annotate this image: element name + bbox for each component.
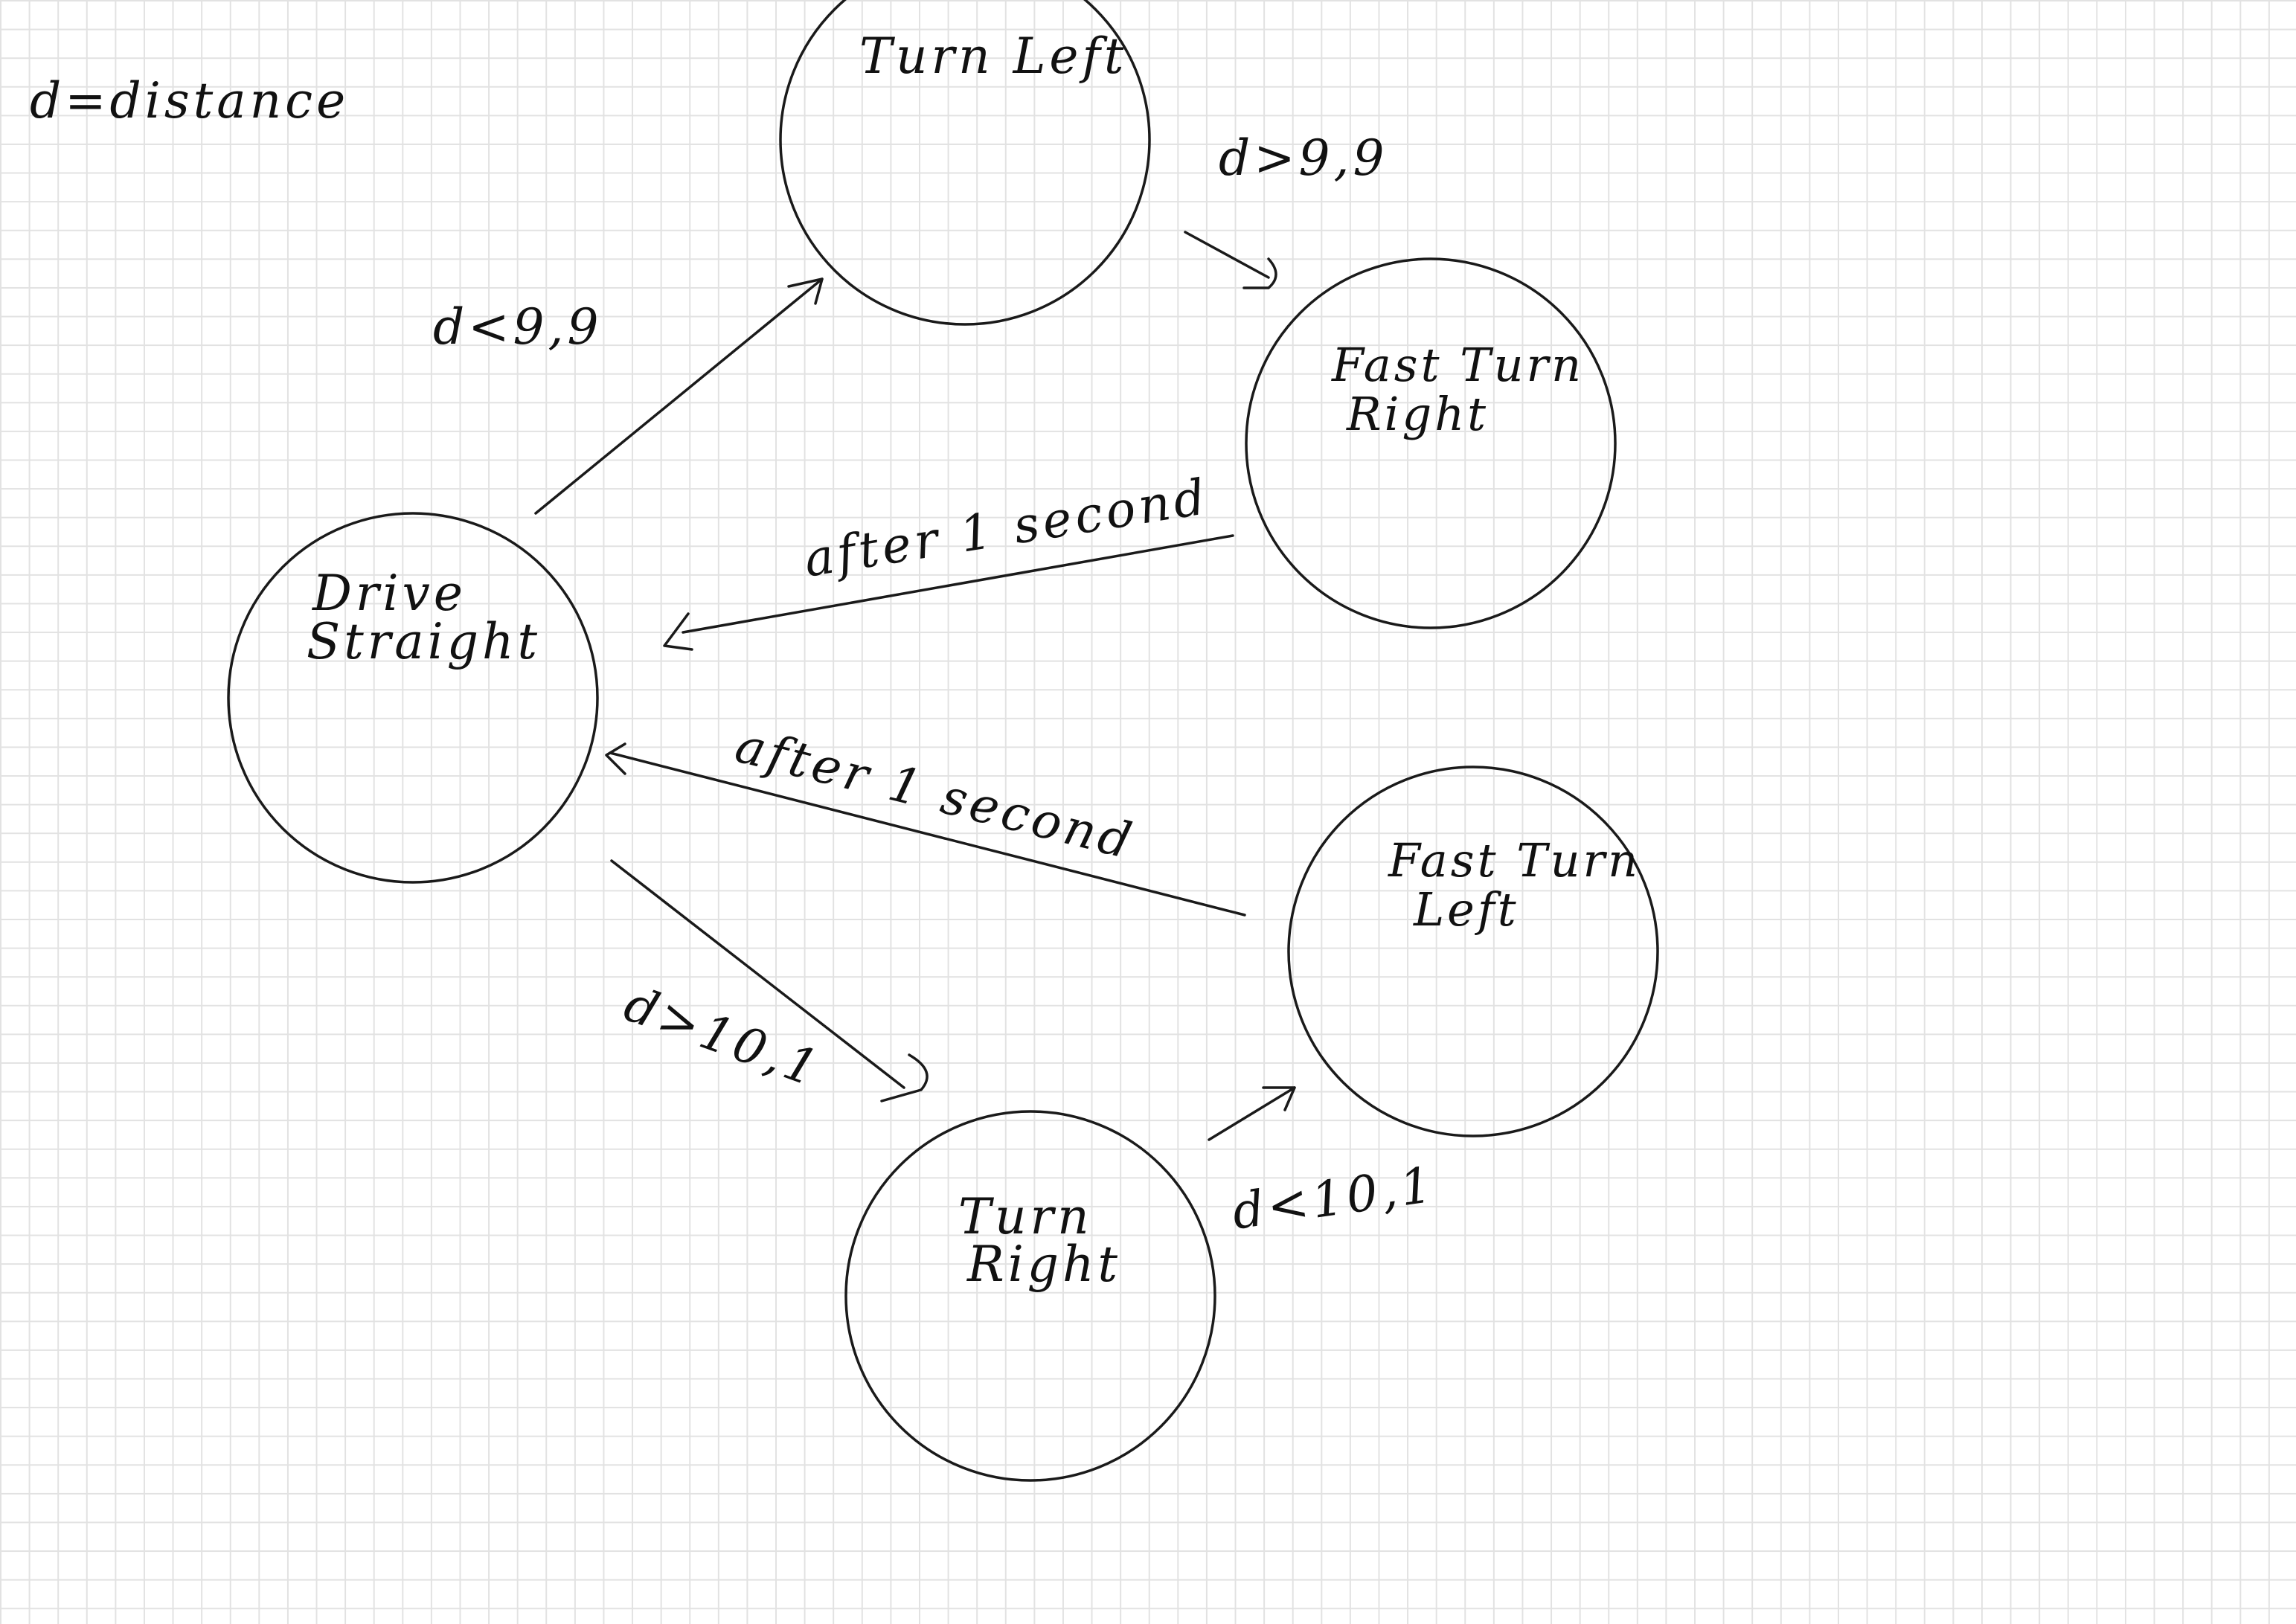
state-label-line-2: Right (1346, 387, 1489, 441)
transition-label: d>10,1 (618, 975, 829, 1099)
state-label-line-1: Fast Turn (1331, 338, 1584, 392)
state-label-line-1: Drive (312, 565, 466, 622)
transition-line (1208, 1086, 1296, 1141)
transition-line (610, 859, 905, 1089)
transition-drive-to-turn-left: d<9,9 (433, 277, 824, 515)
transition-label: d>9,9 (1219, 129, 1388, 187)
transition-turn-left-to-fast-turn-right: d>9,9 (1184, 129, 1388, 289)
transition-label: d<9,9 (433, 298, 603, 356)
state-fast-turn-left: Fast Turn Left (1287, 766, 1659, 1137)
transition-fast-turn-right-to-drive: after 1 second (663, 468, 1234, 651)
transition-line (682, 534, 1234, 634)
state-label-line-2: Right (966, 1236, 1121, 1293)
state-label-line-1: Fast Turn (1388, 833, 1641, 888)
state-turn-right: Turn Right (844, 1110, 1216, 1482)
transition-line (609, 751, 1246, 917)
state-label-line-1: Turn Left (859, 28, 1127, 85)
state-label-line-2: Left (1413, 882, 1519, 937)
transition-label: after 1 second (730, 716, 1141, 871)
distance-legend: d=distance (30, 72, 349, 129)
state-turn-left: Turn Left (779, 0, 1151, 326)
transition-line (534, 277, 824, 515)
state-fast-turn-right: Fast Turn Right (1245, 257, 1617, 629)
arrowhead-icon (1262, 1086, 1296, 1111)
state-label-line-2: Straight (307, 613, 541, 670)
transition-drive-to-turn-right: d>10,1 (610, 859, 929, 1103)
transition-fast-turn-left-to-drive: after 1 second (605, 716, 1246, 917)
transition-label: d<10,1 (1229, 1155, 1440, 1240)
arrowhead-icon (787, 277, 824, 305)
transition-line (1184, 231, 1270, 279)
arrowhead-icon (880, 1053, 929, 1103)
arrowhead-icon (605, 742, 626, 775)
state-label-line-1: Turn (958, 1188, 1093, 1245)
transition-label: after 1 second (800, 468, 1213, 588)
state-drive-straight: Drive Straight (227, 512, 599, 884)
transition-turn-right-to-fast-turn-left: d<10,1 (1208, 1086, 1440, 1241)
arrowhead-icon (663, 612, 693, 651)
arrowhead-icon (1242, 257, 1277, 289)
